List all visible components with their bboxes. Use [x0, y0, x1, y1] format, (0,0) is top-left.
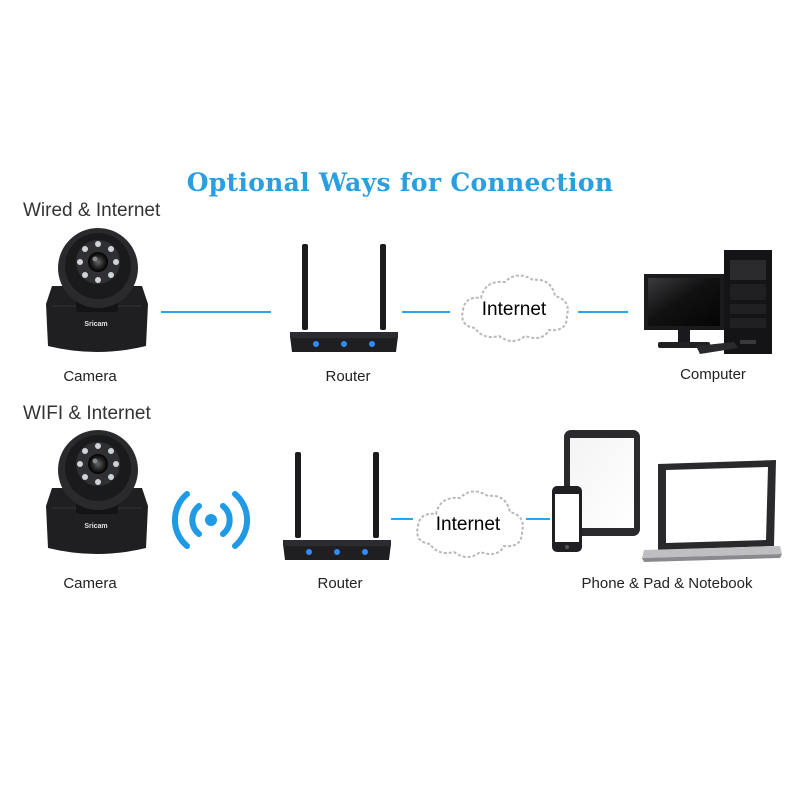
cloud-text: Internet: [436, 514, 501, 535]
wired-heading: Wired & Internet: [23, 200, 161, 221]
connection-line: [578, 311, 628, 313]
cloud-icon: Internet: [461, 274, 569, 342]
connection-line: [402, 311, 450, 313]
wifi-heading: WIFI & Internet: [23, 403, 151, 424]
wifi-signal-icon: [172, 491, 250, 549]
ip-camera-icon: Sricam: [46, 430, 148, 554]
connection-line: [391, 518, 413, 520]
connection-line: [526, 518, 550, 520]
camera-label: Camera: [63, 368, 117, 385]
computer-label: Computer: [680, 366, 746, 383]
tablet-icon: [564, 430, 640, 536]
camera-brand: Sricam: [84, 523, 107, 530]
camera-label: Camera: [63, 575, 117, 592]
router-icon: [283, 452, 391, 560]
ip-camera-icon: Sricam: [46, 228, 148, 352]
connection-line: [161, 311, 271, 313]
phone-icon: [552, 486, 582, 552]
camera-brand: Sricam: [84, 321, 107, 328]
cloud-text: Internet: [482, 299, 547, 320]
desktop-computer-icon: [644, 250, 772, 354]
router-label: Router: [325, 368, 371, 385]
router-label: Router: [317, 575, 363, 592]
diagram-title: Optional Ways for Connection: [186, 168, 614, 197]
mobile-devices-group: [552, 430, 782, 562]
devices-label: Phone & Pad & Notebook: [581, 575, 753, 592]
laptop-icon: [642, 460, 782, 562]
cloud-icon: Internet: [416, 490, 524, 558]
router-icon: [290, 244, 398, 352]
